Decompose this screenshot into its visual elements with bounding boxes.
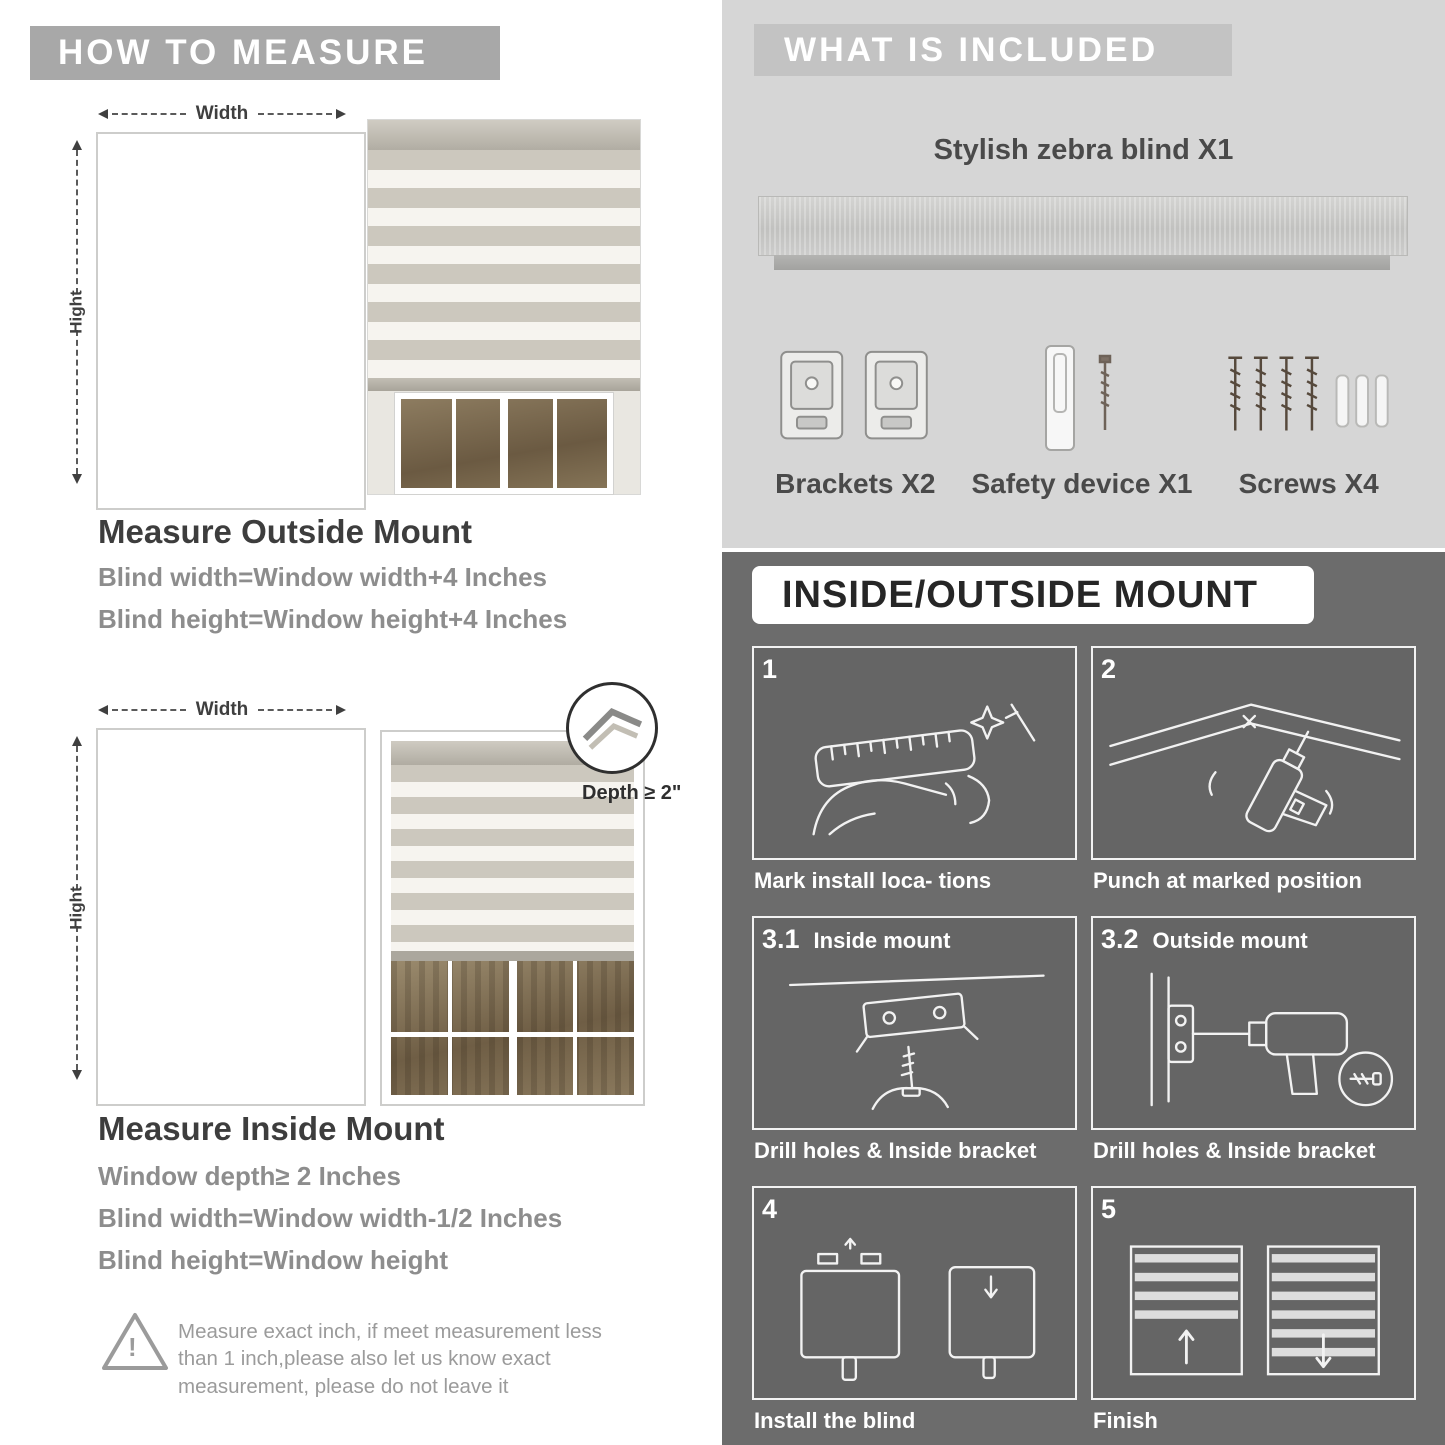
blind-cassette <box>368 120 640 150</box>
included-items-row: Brackets X2 Safety device <box>742 312 1422 500</box>
window-glass <box>107 739 355 1095</box>
step-panel: 3.1 Inside mount <box>752 916 1077 1130</box>
blind-headrail-illustration <box>758 196 1408 256</box>
outside-mount-line-2: Blind height=Window height+4 Inches <box>98 604 568 634</box>
screws-label: Screws X4 <box>1238 468 1379 499</box>
drill-ceiling-illustration <box>1109 703 1401 833</box>
inside-mount-line-2: Blind width=Window width-1/2 Inches <box>98 1203 563 1233</box>
warning-icon: ! <box>100 1310 170 1374</box>
blind-stripes <box>391 765 634 951</box>
step-caption: Finish <box>1093 1408 1158 1433</box>
arrow-down-icon <box>72 1070 82 1080</box>
brackets-icon <box>771 312 939 460</box>
depth-callout-circle <box>566 682 658 774</box>
screws-icon <box>1219 312 1399 460</box>
width-arrow: Width <box>98 699 346 720</box>
step-caption: Drill holes & Inside bracket <box>754 1138 1037 1163</box>
measure-mark-illustration <box>812 703 1036 836</box>
window-bottom-visible <box>395 393 613 494</box>
what-is-included-title: WHAT IS INCLUDED <box>784 31 1159 69</box>
inside-mount-line-1: Window depth≥ 2 Inches <box>98 1161 401 1191</box>
step-panel: 5 <box>1091 1186 1416 1400</box>
step-panel: 3.2 Outside mount <box>1091 916 1416 1130</box>
step-number: 2 <box>1101 654 1117 684</box>
arrow-up-icon <box>72 140 82 150</box>
how-to-measure-section: HOW TO MEASURE Width Hight <box>0 0 722 1445</box>
width-arrow: Width <box>98 103 346 124</box>
step-number: 5 <box>1101 1194 1117 1224</box>
product-label: Stylish zebra blind X1 <box>933 134 1234 166</box>
wall-below-blind <box>368 391 640 494</box>
step-caption: Punch at marked position <box>1093 868 1362 893</box>
inside-bracket-illustration <box>788 974 1045 1111</box>
what-is-included-header: WHAT IS INCLUDED <box>754 24 1232 76</box>
mount-instructions-section: INSIDE/OUTSIDE MOUNT 1 <box>722 552 1445 1445</box>
mount-header: INSIDE/OUTSIDE MOUNT <box>752 566 1314 624</box>
safety-device-icon <box>1012 312 1152 460</box>
warning-exclamation: ! <box>128 1332 137 1362</box>
step-caption: Drill holes & Inside bracket <box>1093 1138 1376 1163</box>
step-label: Outside mount <box>1152 928 1308 953</box>
arrow-left-icon <box>98 705 108 715</box>
safety-device-label: Safety device X1 <box>971 468 1193 499</box>
included-item-safety-device: Safety device X1 <box>969 312 1196 500</box>
outside-bracket-illustration <box>1150 972 1394 1107</box>
window-corner-detail-icon <box>582 708 643 750</box>
height-arrow: Hight <box>66 736 88 1080</box>
how-to-measure-header: HOW TO MEASURE <box>30 26 500 80</box>
step-panel: 4 <box>752 1186 1077 1400</box>
step-number: 3.1 <box>762 924 800 954</box>
window-glass <box>391 961 634 1095</box>
what-is-included-section: WHAT IS INCLUDED Stylish zebra blind X1 <box>722 0 1445 548</box>
blind-stripes <box>368 150 640 378</box>
step-panel: 1 <box>752 646 1077 860</box>
included-item-brackets: Brackets X2 <box>742 312 969 500</box>
blind-headrail-valance <box>774 255 1390 270</box>
mount-step-1: 1 <box>752 646 1077 906</box>
outside-mount-line-1: Blind width=Window width+4 Inches <box>98 562 547 592</box>
window-glass <box>107 143 355 499</box>
window-illustration-inside <box>98 730 364 1104</box>
mount-step-5: 5 <box>1091 1186 1416 1445</box>
arrow-up-icon <box>72 736 82 746</box>
step-number: 4 <box>762 1194 778 1224</box>
step-label: Inside mount <box>813 928 951 953</box>
mount-title: INSIDE/OUTSIDE MOUNT <box>782 574 1259 616</box>
zebra-blind-illustration-outside <box>368 120 640 494</box>
warning-triangle-icon <box>102 1313 168 1370</box>
width-label: Width <box>195 699 249 720</box>
window-illustration-outside <box>98 134 364 508</box>
blind-bottom-rail <box>391 951 634 961</box>
depth-label: Depth ≥ 2" <box>582 782 682 804</box>
step-panel: 2 <box>1091 646 1416 860</box>
install-blind-illustration <box>800 1237 1036 1381</box>
finished-blinds-illustration <box>1129 1245 1380 1376</box>
mount-steps-grid: 1 <box>752 646 1416 1445</box>
window-glass <box>401 399 607 488</box>
height-label: Hight <box>67 290 86 334</box>
step-caption: Install the blind <box>754 1408 916 1433</box>
height-label: Hight <box>67 886 86 930</box>
height-arrow: Hight <box>66 140 88 484</box>
blind-bottom-rail <box>368 378 640 391</box>
width-label: Width <box>195 103 249 124</box>
mount-step-3-2: 3.2 Outside mount <box>1091 916 1416 1176</box>
mount-step-4: 4 <box>752 1186 1077 1445</box>
arrow-right-icon <box>336 109 346 119</box>
inside-mount-title: Measure Inside Mount <box>98 1110 445 1147</box>
outside-mount-title: Measure Outside Mount <box>98 513 473 550</box>
arrow-left-icon <box>98 109 108 119</box>
inside-mount-line-3: Blind height=Window height <box>98 1245 448 1275</box>
arrow-right-icon <box>336 705 346 715</box>
arrow-down-icon <box>72 474 82 484</box>
mount-step-3-1: 3.1 Inside mount <box>752 916 1077 1176</box>
how-to-measure-title: HOW TO MEASURE <box>58 33 428 72</box>
step-number: 3.2 <box>1101 924 1139 954</box>
step-caption: Mark install loca- tions <box>754 868 992 893</box>
step-number: 1 <box>762 654 778 684</box>
mount-step-2: 2 <box>1091 646 1416 906</box>
warning-text: Measure exact inch, if meet measurement … <box>178 1320 602 1398</box>
included-item-screws: Screws X4 <box>1195 312 1422 500</box>
brackets-label: Brackets X2 <box>775 468 936 499</box>
